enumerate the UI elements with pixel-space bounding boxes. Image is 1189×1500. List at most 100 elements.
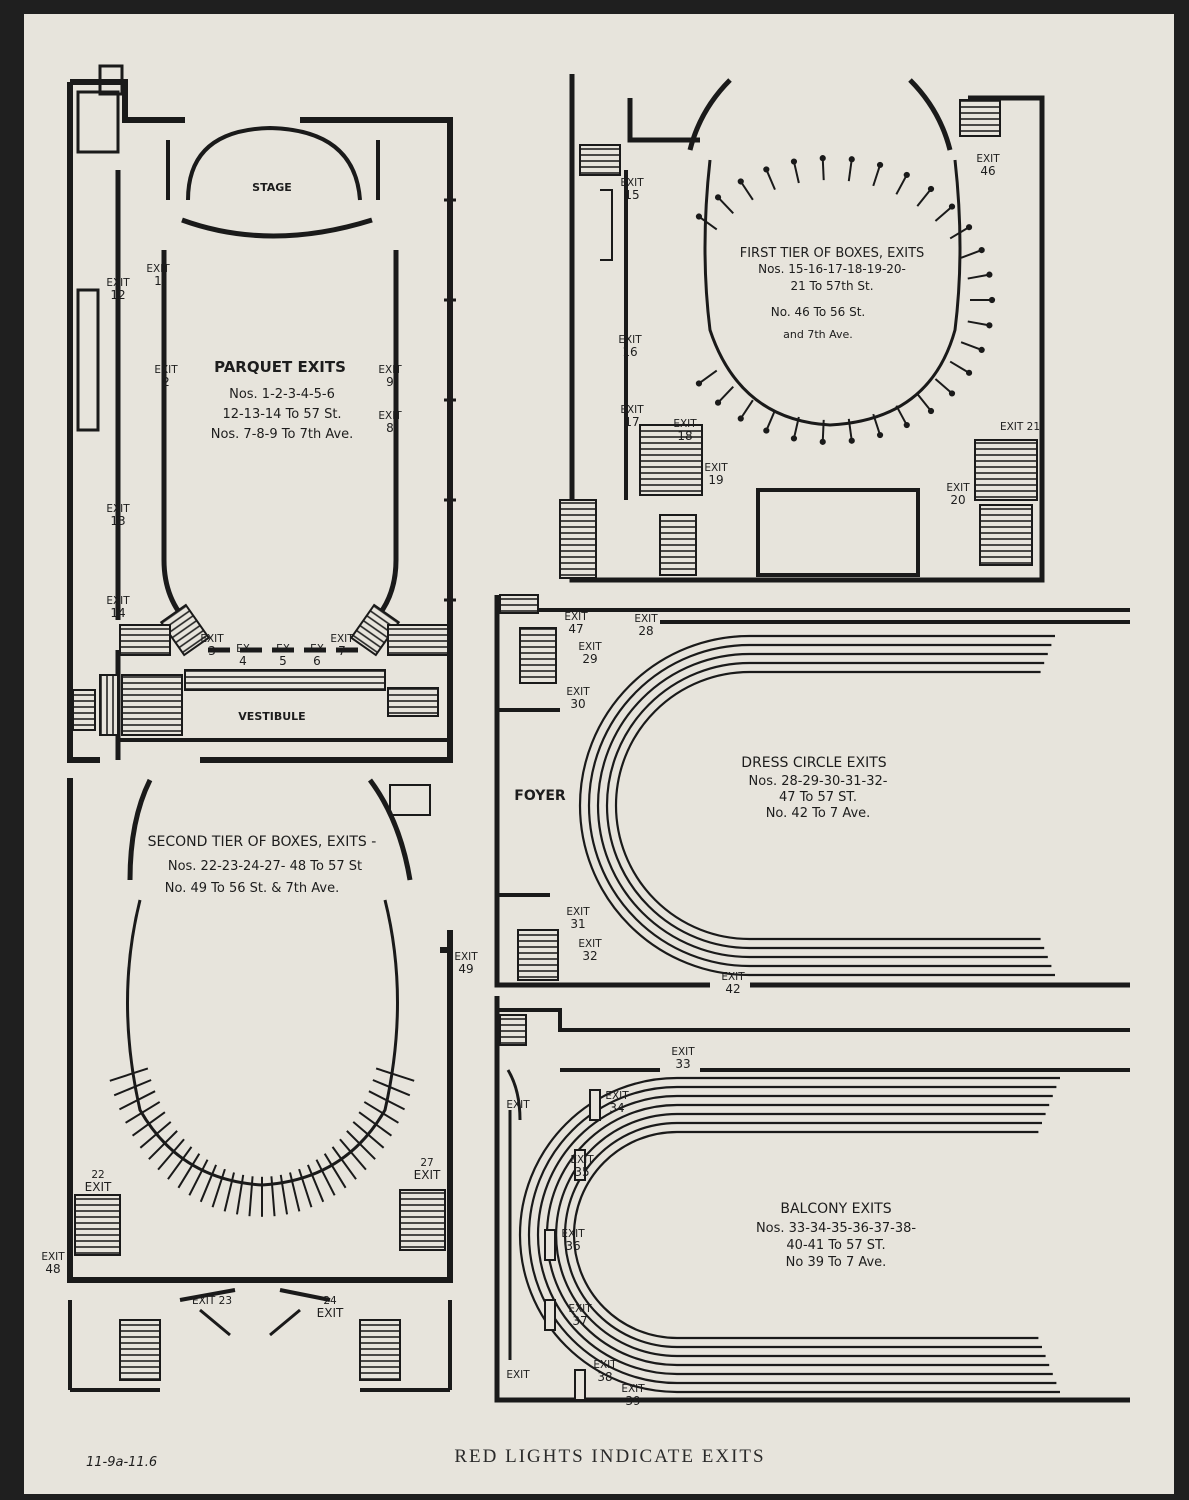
box-partition xyxy=(792,161,800,184)
exit-label-second-tier-e23: EXIT 23 xyxy=(192,1295,232,1307)
balcony-box xyxy=(589,1089,601,1121)
exit-number-balcony-e33: 33 xyxy=(675,1057,690,1071)
exit-label-first-tier-e21: EXIT 21 xyxy=(1000,421,1040,433)
box-divider xyxy=(199,1164,218,1203)
parquet-labels: STAGE VESTIBULE PARQUET EXITS Nos. 1-2-3… xyxy=(211,181,354,723)
first-tier-line-1: Nos. 15-16-17-18-19-20- xyxy=(758,262,906,276)
balcony-plan xyxy=(494,996,1130,1403)
box-divider xyxy=(113,1079,152,1097)
balcony-line-3: No 39 To 7 Ave. xyxy=(786,1255,887,1270)
dress-circle-row xyxy=(614,670,1041,941)
first-tier-plan xyxy=(559,74,1045,583)
second-tier-line-1: Nos. 22-23-24-27- 48 To 57 St xyxy=(168,859,362,874)
box-seat xyxy=(978,247,985,254)
box-partition xyxy=(895,174,908,195)
balcony-row xyxy=(536,1094,1053,1376)
exit-number-dress-circle-e42: 42 xyxy=(725,982,740,996)
exit-number-parquet-e4: 4 xyxy=(239,654,247,668)
box-partition xyxy=(698,215,718,231)
exit-number-balcony-e39: 39 xyxy=(625,1394,640,1408)
box-divider xyxy=(248,1176,254,1217)
dress-circle-line-2: 47 To 57 ST. xyxy=(779,790,857,805)
exit-label-balcony-eB: EXIT xyxy=(506,1369,530,1381)
first-tier-heading: FIRST TIER OF BOXES, EXITS xyxy=(740,246,925,261)
exit-number-parquet-e13: 13 xyxy=(110,514,125,528)
second-tier-labels: SECOND TIER OF BOXES, EXITS - Nos. 22-23… xyxy=(148,834,377,896)
box-seat xyxy=(763,427,770,434)
box-divider xyxy=(298,1168,313,1208)
box-seat xyxy=(927,185,935,193)
balcony-row xyxy=(572,1130,1039,1340)
exit-label-first-tier-e46: EXIT xyxy=(976,153,1000,165)
box-divider xyxy=(223,1172,235,1212)
box-partition xyxy=(949,360,970,374)
box-partition xyxy=(698,369,718,385)
stage-label: STAGE xyxy=(252,181,292,194)
box-seat xyxy=(948,203,956,210)
exit-label-dress-circle-e42: EXIT xyxy=(721,971,745,983)
box-seat xyxy=(819,155,826,162)
box-divider xyxy=(306,1164,325,1203)
exit-number-balcony-e36: 36 xyxy=(565,1239,580,1253)
exit-number-parquet-e1: 1 xyxy=(154,274,162,288)
box-seat xyxy=(986,322,993,329)
exit-number-first-tier-e17: 17 xyxy=(624,415,639,429)
exit-number-dress-circle-e28: 28 xyxy=(638,624,653,638)
box-divider xyxy=(211,1168,226,1208)
balcony-box xyxy=(574,1149,586,1181)
box-partition xyxy=(717,386,734,404)
exit-number-first-tier-e15: 15 xyxy=(624,188,639,202)
box-seat xyxy=(714,194,722,201)
exit-label-balcony-e34: EXIT xyxy=(605,1090,629,1102)
first-tier-line-2: 21 To 57th St. xyxy=(790,279,873,293)
box-seat xyxy=(737,415,744,422)
exit-label-second-tier-e49: EXIT xyxy=(454,951,478,963)
box-seat xyxy=(948,390,956,397)
box-seat xyxy=(695,213,703,220)
box-partition xyxy=(967,273,990,280)
exit-label-first-tier-e16: EXIT xyxy=(618,334,642,346)
exit-label-balcony-e39: EXIT xyxy=(621,1383,645,1395)
exit-number-dress-circle-e31: 31 xyxy=(570,917,585,931)
exit-number-parquet-e2: 2 xyxy=(162,375,170,389)
exit-number-first-tier-e16: 16 xyxy=(622,345,637,359)
exit-label-second-tier-e24: 24 xyxy=(323,1295,337,1307)
exit-label-second-tier-e27: 27 xyxy=(420,1157,433,1169)
second-tier-heading: SECOND TIER OF BOXES, EXITS - xyxy=(148,834,377,850)
exit-label-parquet-e8: EXIT xyxy=(378,410,402,422)
box-divider xyxy=(177,1153,201,1189)
balcony-box xyxy=(574,1369,586,1401)
parquet-heading: PARQUET EXITS xyxy=(214,358,346,376)
box-seat xyxy=(848,437,855,444)
dress-circle-row xyxy=(587,643,1052,968)
exit-number-first-tier-e20: 20 xyxy=(950,493,965,507)
box-partition xyxy=(765,169,776,191)
box-partition xyxy=(739,180,754,201)
second-tier-inner-curve xyxy=(126,899,399,1187)
second-tier-plan xyxy=(67,778,453,1392)
box-partition xyxy=(960,341,983,351)
program-page xyxy=(24,14,1174,1494)
box-partition xyxy=(739,399,754,420)
box-divider xyxy=(109,1067,149,1082)
exit-label-parquet-e2: EXIT xyxy=(154,364,178,376)
exit-label-balcony-e37: EXIT xyxy=(568,1303,592,1315)
box-seat xyxy=(965,224,973,231)
box-partition xyxy=(916,188,932,207)
box-seat xyxy=(978,346,985,353)
exit-label-first-tier-e18: EXIT xyxy=(673,418,697,430)
exit-label-balcony-e33: EXIT xyxy=(671,1046,695,1058)
exit-number-second-tier-e49: 49 xyxy=(458,962,473,976)
box-seat xyxy=(695,380,703,387)
box-divider xyxy=(323,1153,347,1189)
box-seat xyxy=(988,296,996,304)
foyer-label: FOYER xyxy=(514,788,566,804)
box-divider xyxy=(188,1159,209,1196)
box-seat xyxy=(965,369,973,376)
exit-label-first-tier-e17: EXIT xyxy=(620,404,644,416)
exit-label-balcony-eA: EXIT xyxy=(506,1099,530,1111)
exit-label-dress-circle-e31: EXIT xyxy=(566,906,590,918)
box-seat xyxy=(903,171,910,179)
